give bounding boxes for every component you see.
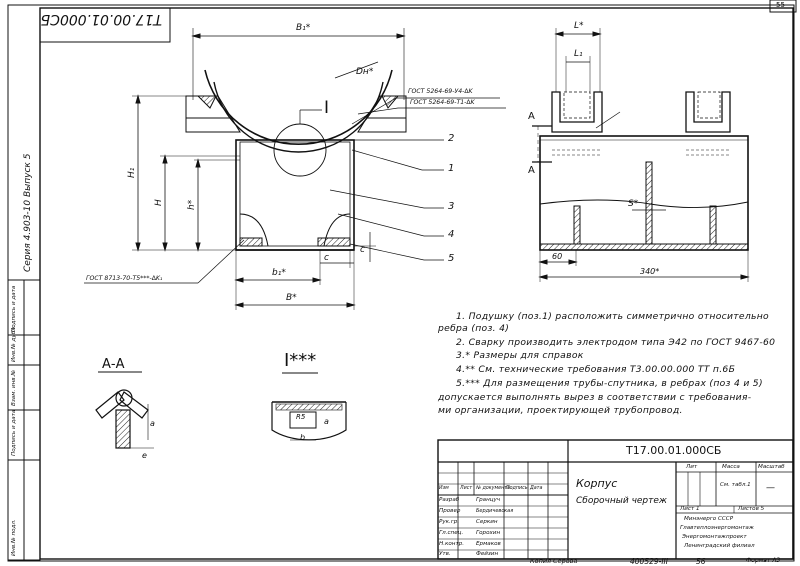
section-aa-dim-a: a [150,419,155,428]
note-line-7: допускается выполнять вырез в соответств… [438,392,752,403]
page-number: 55 [776,1,785,9]
page-number-box [769,0,797,13]
hdr-izm: Изм [439,486,449,491]
pos-3: 3 [448,201,455,212]
note-line-6: 5.*** Для размещения трубы-спутника, в р… [456,378,763,389]
pos-5: 5 [448,253,455,264]
copied-by: Копия Серова [530,557,578,565]
pad-right [357,95,407,133]
dim-60: 60 [552,252,563,261]
section-mark-a-top: А [528,111,535,122]
role-5: Н.контр. [439,541,465,547]
org-line-1: Минэнерго СССР [684,516,734,522]
dim-dn: Dн* [356,67,374,77]
strip-label-2: Подпись и дата [11,409,17,456]
hdr-sign: Подпись [506,486,528,491]
dim-h-star: h* [187,199,197,210]
dim-340: 340* [640,267,660,276]
dim-c-right: c [360,245,365,255]
detail-i-dim-r: R5 [296,413,306,421]
pos-4: 4 [448,229,455,240]
side-body [539,135,749,251]
detail-i-dim-b: b [300,433,306,442]
note-line-4: 3.* Размеры для справок [456,350,584,361]
col-lit: Лит [686,464,698,470]
hdr-date: Дата [530,486,543,491]
detail-i [271,372,347,441]
body-outline [235,139,355,251]
col-scale: Масштаб [758,464,785,470]
main-view [84,28,506,310]
role-4: Гл.спец. [439,530,464,536]
title-block [437,439,794,560]
section-aa-title: А-А [102,357,125,372]
org-line-3: Энергомонтажпроект [682,534,747,540]
hdr-doc: № документа [476,486,510,491]
rotated-stamp-box [39,7,171,43]
strip-label-1: Инв.№ подл. [11,519,17,556]
col-mass: Масса [722,464,740,470]
note-line-1: 1. Подушку (поз.1) расположить симметрич… [456,311,769,322]
section-mark-a-bottom: А [528,165,535,176]
org-line-2: Главтеплоэнергомонтаж [680,525,754,531]
dim-b1-small: b₁* [272,268,286,278]
format-label: Формат А3 [746,557,781,564]
dim-l: L* [574,21,584,31]
title-subtitle: Сборочный чертеж [576,496,668,506]
title-name: Корпус [576,477,618,490]
name-3: Серкин [476,519,498,525]
left-strip [7,279,41,561]
rotated-stamp-code: Т17.00.01.000СБ [40,11,162,27]
role-2: Провер [439,508,461,514]
gost-weld-3: ГОСТ 8713-70-Т5***-∆K₁ [86,275,163,282]
section-aa [95,371,154,449]
detail-i-dim-a: a [324,417,329,426]
name-5: Ермаков [476,541,501,547]
series-label: Серия 4.903-10 Выпуск 5 [23,153,33,272]
role-1: Разраб [439,497,460,503]
pos-2: 2 [448,133,455,144]
note-line-2: ребра (поз. 4) [438,323,510,334]
hdr-list: Лист [460,486,473,491]
doc-number: 400529-III [630,557,668,566]
scale-value: — [766,483,775,493]
sheet-count: Листов 5 [738,506,765,512]
dim-h1: H₁ [127,167,137,178]
name-2: Бердичевская [476,508,514,514]
strip-label-5: Подпись и дата [11,285,17,332]
name-4: Горохин [476,530,501,536]
name-1: Гранцуч [476,497,501,503]
name-6: Фейзин [476,551,499,557]
dim-s: S* [628,199,639,209]
gost-weld-2: ГОСТ 5264-69-Т1-∆K [410,99,475,106]
title-code: Т17.00.01.000СБ [626,444,722,457]
detail-i-title: I*** [284,350,317,371]
dim-h: H [154,199,164,206]
note-line-5: 4.** См. технические требования Т3.00.00… [456,364,736,375]
sheet-number: Лист 1 [680,506,700,512]
dim-l1: L₁ [574,49,583,59]
note-line-3: 2. Сварку производить электродом типа Э4… [456,337,776,348]
note-line-8: ми организации, проектирующей трубопрово… [438,405,683,416]
bottom-page: 56 [696,557,706,566]
role-6: Утв. [439,551,451,557]
dim-b: B* [286,293,297,303]
org-line-4: Ленинградский филиал [684,543,755,549]
mass-value: См. табл.1 [720,482,751,488]
pos-1: 1 [448,163,455,174]
strip-label-3: Взам. инв.№ [11,369,17,406]
gost-weld-1: ГОСТ 5264-69-У4-∆K [408,88,473,95]
section-aa-dim-e: e [142,451,147,460]
role-3: Рук.гр. [439,519,460,525]
side-view [532,28,750,282]
view-mark-i: I [324,98,330,118]
dim-b1: B₁* [296,23,311,33]
dim-c-bottom: c [324,253,329,263]
